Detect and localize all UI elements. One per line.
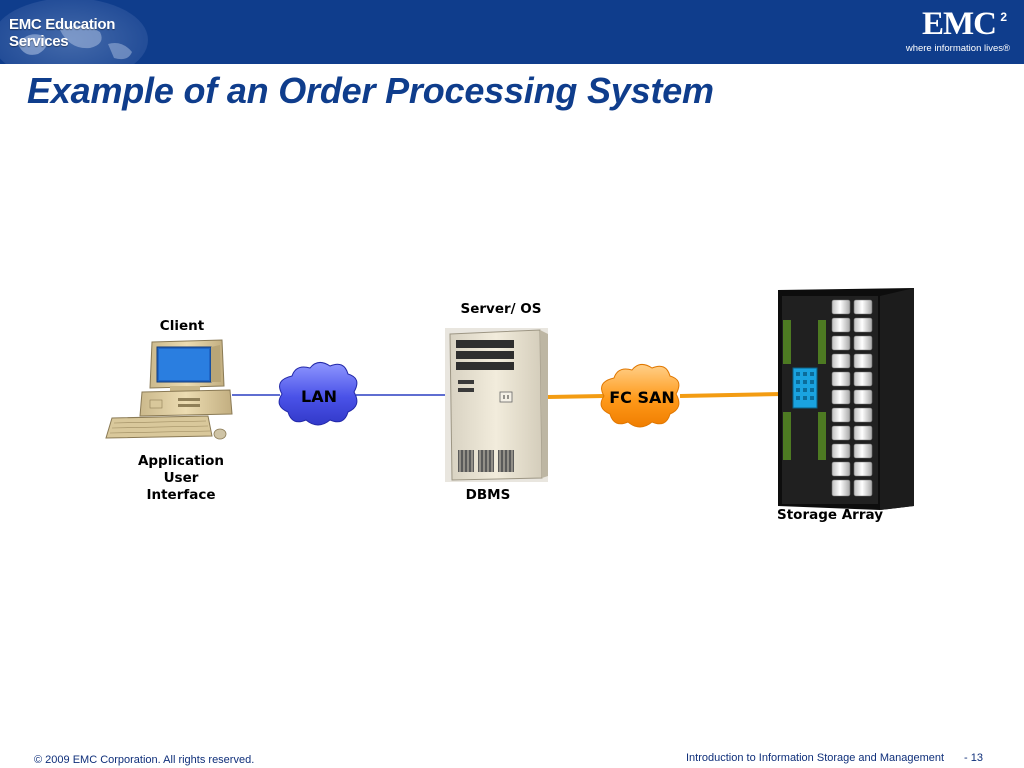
- page-title: Example of an Order Processing System: [27, 70, 714, 111]
- server-tower-icon: [445, 328, 548, 482]
- storage-array-icon: [778, 288, 914, 510]
- fcsan-label: FC SAN: [609, 388, 675, 407]
- page-number: - 13: [964, 752, 983, 764]
- client-caption-line-2: User: [163, 470, 199, 486]
- lan-label: LAN: [301, 387, 337, 406]
- client-caption-line-1: Application: [137, 453, 225, 469]
- emc-tagline: where information lives®: [905, 43, 1010, 54]
- education-services-logo: EMC Education Services: [0, 0, 160, 82]
- fcsan-cloud-icon: [600, 364, 680, 428]
- lan-cloud-icon: [278, 362, 358, 426]
- fcsan-storage-link: [679, 392, 783, 398]
- server-label: Server/ OS: [460, 301, 542, 317]
- client-label: Client: [159, 318, 205, 334]
- storage-label: Storage Array: [777, 507, 883, 523]
- copyright-footer: © 2009 EMC Corporation. All rights reser…: [34, 754, 255, 766]
- header-bar: EMC Education Services EMC 2 where infor…: [0, 0, 1024, 82]
- emc-logo: EMC 2 where information lives®: [900, 8, 1010, 58]
- server-caption: DBMS: [465, 487, 511, 503]
- client-computer-icon: [105, 339, 233, 440]
- client-caption: Application User Interface: [120, 453, 242, 504]
- emc-brand: EMC: [922, 6, 997, 42]
- globe-icon: [0, 0, 148, 82]
- education-services-label: EMC Education Services: [9, 16, 116, 50]
- server-fcsan-link: [547, 394, 605, 399]
- course-footer: Introduction to Information Storage and …: [686, 752, 945, 764]
- emc-superscript: 2: [1000, 10, 1007, 24]
- client-caption-line-3: Interface: [146, 487, 216, 503]
